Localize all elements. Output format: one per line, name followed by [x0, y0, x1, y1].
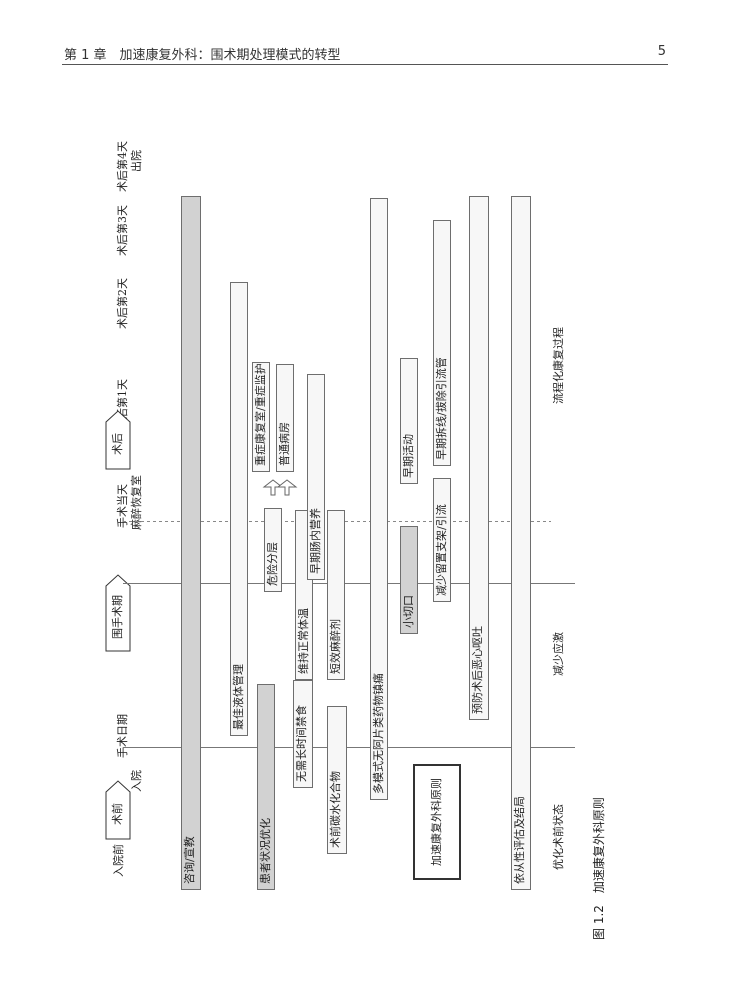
chevron-arrow-icon — [105, 574, 131, 652]
figure-caption: 图 1.2 加速康复外科原则 — [592, 797, 606, 940]
timeline-label: 出院 — [130, 150, 143, 172]
bar-carbohydrate: 术前碳水化合物 — [327, 706, 347, 854]
phase-label: 术前 — [111, 803, 124, 825]
timeline-label: 术后第3天 — [116, 205, 129, 256]
bar-analgesia: 多模式无阿片类药物镇痛 — [370, 198, 388, 800]
phase-postop: 术后 — [105, 410, 131, 470]
eras-diagram: 入院前 入院 手术日期 麻醉恢复室 手术当天 术后第1天 术后第2天 术后第3天… — [75, 92, 595, 892]
bar-ponv: 预防术后恶心呕吐 — [469, 196, 489, 720]
page-number: 5 — [657, 44, 666, 59]
principle-label: 减少应激 — [552, 632, 565, 676]
header-rule — [62, 64, 668, 65]
principle-label: 流程化康复过程 — [552, 327, 565, 404]
chevron-arrow-icon — [105, 410, 131, 470]
chevron-arrow-icon — [105, 780, 131, 840]
timeline-label: 手术日期 — [116, 714, 129, 758]
hollow-arrow-icon — [262, 479, 298, 496]
principle-label: 优化术前状态 — [552, 804, 565, 870]
timeline-label: 术后第4天 — [116, 141, 129, 192]
bar-early-mobilization: 早期活动 — [400, 358, 418, 484]
bar-ward: 普通病房 — [276, 364, 294, 472]
bar-small-incision: 小切口 — [400, 526, 418, 634]
chapter-title: 第 1 章 加速康复外科：围术期处理模式的转型 — [64, 48, 341, 63]
bar-compliance: 依从性评估及结局 — [511, 196, 531, 890]
phase-periop: 围手术期 — [105, 574, 131, 652]
bar-patient-optimization: 患者状况优化 — [257, 684, 275, 890]
page-header: 第 1 章 加速康复外科：围术期处理模式的转型 5 — [0, 0, 730, 70]
timeline-label: 术后第2天 — [116, 278, 129, 329]
bar-consult: 咨询/宣教 — [181, 196, 201, 890]
bar-icu: 重症康复室/重症监护病房 — [252, 362, 270, 472]
timeline-label: 入院 — [130, 770, 143, 792]
bar-no-fasting: 无需长时间禁食 — [293, 680, 313, 788]
phase-label: 围手术期 — [111, 595, 124, 639]
legend-box: 加速康复外科原则 — [413, 764, 461, 880]
bar-fluid-management: 最佳液体管理 — [230, 282, 248, 736]
phase-label: 术后 — [111, 433, 124, 455]
bar-remove-drains: 早期拆线/拔除引流管 — [433, 220, 451, 466]
bar-risk-stratification: 危险分层 — [264, 508, 282, 592]
bar-short-anesthetic: 短效麻醉剂 — [327, 510, 345, 680]
bar-enteral-nutrition: 早期肠内营养 — [307, 374, 325, 580]
phase-preop: 术前 — [105, 780, 131, 840]
bar-fewer-drains: 减少留置支架/引流 — [433, 478, 451, 602]
timeline-label: 入院前 — [112, 844, 125, 877]
